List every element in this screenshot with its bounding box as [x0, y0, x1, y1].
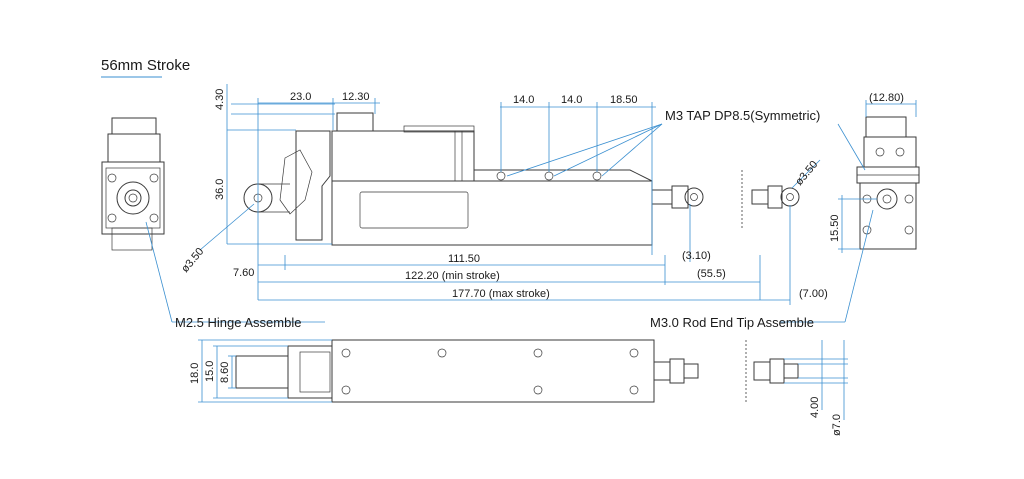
dim-111-50: 111.50: [448, 253, 480, 265]
dim-7-60: 7.60: [233, 267, 254, 279]
dim-4-30: 4.30: [214, 89, 226, 110]
dimension-text: 4.30 23.0 12.30 14.0 14.0 18.50 M3 TAP D…: [175, 89, 904, 436]
dim-8-60: 8.60: [219, 362, 231, 383]
dim-7-00: (7.00): [799, 288, 828, 300]
dim-23-0: 23.0: [290, 91, 311, 103]
tap-label: M3 TAP DP8.5(Symmetric): [665, 108, 820, 123]
dim-55-5: (55.5): [697, 268, 726, 280]
right-end-view: [856, 116, 920, 250]
dim-12-80: (12.80): [869, 92, 904, 104]
bottom-view: [235, 339, 799, 403]
dim-14-0-a: 14.0: [513, 94, 534, 106]
dim-phi-3-50-left: ø3.50: [179, 246, 206, 275]
dim-15-50: 15.50: [829, 214, 841, 242]
dim-18-50: 18.50: [610, 94, 638, 106]
main-side-view: [243, 112, 800, 246]
dim-122-20: 122.20 (min stroke): [405, 270, 500, 282]
dim-36-0: 36.0: [214, 179, 226, 200]
dimension-lines: [145, 84, 917, 420]
dim-phi-7-0: ø7.0: [831, 414, 843, 436]
rod-end-label: M3.0 Rod End Tip Assemble: [650, 315, 814, 330]
dim-177-70: 177.70 (max stroke): [452, 288, 550, 300]
dim-14-0-b: 14.0: [561, 94, 582, 106]
dim-3-10: (3.10): [682, 250, 711, 262]
left-end-view: [101, 117, 165, 251]
drawing-title: 56mm Stroke: [101, 57, 190, 74]
dim-15-0: 15.0: [204, 361, 216, 382]
dim-18-0: 18.0: [189, 363, 201, 384]
dim-4-00: 4.00: [809, 397, 821, 418]
dim-12-30: 12.30: [342, 91, 370, 103]
dim-phi-3-50-right: ø3.50: [793, 159, 820, 188]
hinge-label: M2.5 Hinge Assemble: [175, 315, 301, 330]
